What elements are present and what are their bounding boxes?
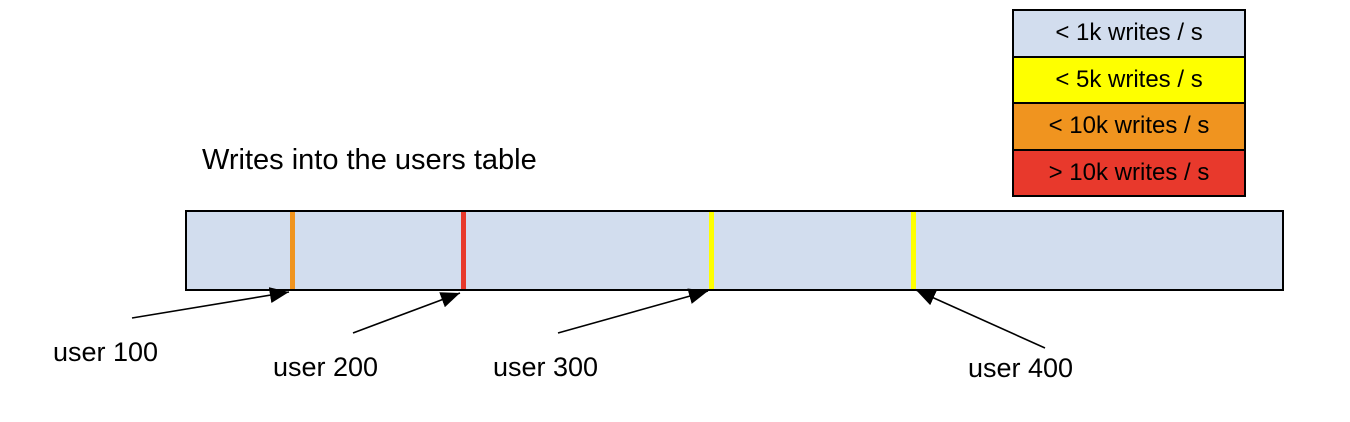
legend-item-lt5k: < 5k writes / s — [1014, 57, 1244, 104]
label-user-200: user 200 — [273, 352, 379, 382]
arrow-user-300 — [557, 288, 709, 334]
label-user-100: user 100 — [53, 337, 159, 367]
arrow-user-100 — [131, 287, 290, 319]
legend-item-gt10k: > 10k writes / s — [1014, 150, 1244, 195]
users-table-bar — [185, 210, 1284, 291]
hotspot-marker-user-300 — [709, 212, 714, 289]
diagram-title: Writes into the users table — [202, 144, 537, 176]
legend-item-lt10k: < 10k writes / s — [1014, 104, 1244, 151]
hotspot-marker-user-100 — [290, 212, 295, 289]
label-user-400: user 400 — [968, 353, 1074, 383]
label-user-300: user 300 — [493, 352, 599, 382]
hotspot-marker-user-400 — [911, 212, 916, 289]
arrow-user-400 — [915, 289, 1046, 349]
legend-item-lt1k: < 1k writes / s — [1014, 11, 1244, 58]
legend: < 1k writes / s < 5k writes / s < 10k wr… — [1012, 9, 1246, 197]
arrow-user-200 — [352, 292, 461, 334]
hotspot-marker-user-200 — [461, 212, 466, 289]
